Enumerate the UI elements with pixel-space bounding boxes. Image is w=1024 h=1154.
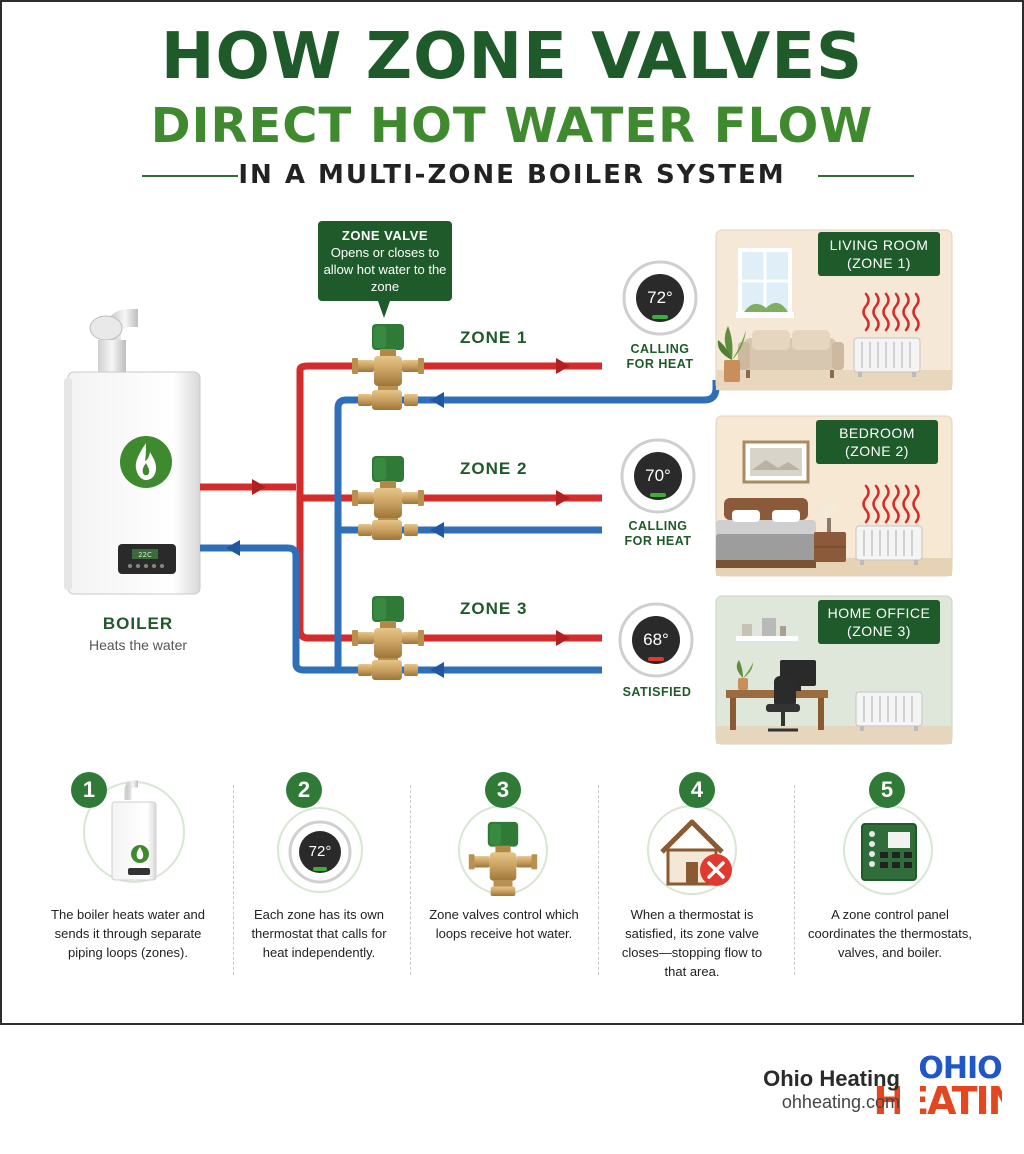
zone-3-label: ZONE 3 — [460, 599, 528, 618]
zone-1-status: CALLING FOR HEAT — [626, 342, 694, 371]
step-2-thermostat-temp: 72° — [308, 843, 332, 860]
supply-flow-arrows — [252, 358, 570, 646]
callout-body: Opens or closes to allow hot water to th… — [323, 245, 447, 294]
step-5-text: A zone control panel coordinates the the… — [807, 907, 973, 960]
boiler-label: BOILER — [102, 614, 174, 633]
sofa — [738, 330, 844, 378]
step-3-number: 3 — [485, 772, 521, 808]
step-divider — [794, 785, 795, 975]
plant — [717, 326, 746, 382]
return-flow-arrows — [226, 392, 444, 678]
title-line-1: HOW ZONE VALVES — [160, 20, 864, 94]
room-name: BEDROOM — [839, 425, 915, 441]
room-bedroom — [715, 415, 953, 577]
thermostat-indicator-1 — [652, 315, 668, 319]
step-divider — [410, 785, 411, 975]
step-5-number: 5 — [869, 772, 905, 808]
subtitle: IN A MULTI-ZONE BOILER SYSTEM — [238, 160, 786, 190]
step-1-number: 1 — [71, 772, 107, 808]
logo-crop — [1002, 1040, 1024, 1130]
zone-2-status: CALLING FOR HEAT — [624, 519, 692, 548]
office-chair — [766, 676, 800, 732]
step-4-text: When a thermostat is satisfied, its zone… — [621, 907, 763, 979]
nightstand — [814, 504, 846, 562]
room-name: LIVING ROOM — [829, 237, 929, 253]
thermostat-indicator-2 — [650, 493, 666, 497]
logo-crop-left — [900, 1040, 920, 1130]
step-3-text: Zone valves control which loops receive … — [429, 907, 579, 941]
boiler-caption: Heats the water — [88, 637, 188, 653]
thermostat-zone-2[interactable] — [620, 438, 696, 514]
thermostat-zone-1[interactable] — [622, 260, 698, 336]
step-2-text: Each zone has its own thermostat that ca… — [251, 907, 387, 960]
brand-name: Ohio Heating — [763, 1066, 900, 1091]
thermostat-zone-3[interactable] — [618, 602, 694, 678]
step-2-icon — [277, 807, 363, 893]
step-divider — [598, 785, 599, 975]
step-2-number: 2 — [286, 772, 322, 808]
zone-2-label: ZONE 2 — [460, 459, 528, 478]
thermostat-3-temp: 68° — [643, 630, 669, 649]
thermostat-1-temp: 72° — [647, 288, 673, 307]
svg-text:OHIO: OHIO — [918, 1051, 1001, 1086]
boiler: 22C — [64, 309, 201, 595]
zone-3-status: SATISFIED — [622, 685, 692, 699]
step-1-icon — [83, 780, 185, 883]
step-5-icon — [843, 805, 933, 895]
title-line-2: DIRECT HOT WATER FLOW — [150, 98, 874, 154]
subtitle-rule-left — [142, 175, 238, 177]
svg-text:22C: 22C — [138, 551, 152, 559]
room-tag-bedroom: BEDROOM (ZONE 2) — [816, 420, 938, 464]
callout-heading: ZONE VALVE — [341, 228, 429, 243]
zone-1-label: ZONE 1 — [460, 328, 528, 347]
thermostat-2-temp: 70° — [645, 466, 671, 485]
brand-url[interactable]: ohheating.com — [781, 1092, 900, 1112]
room-zone: (ZONE 3) — [847, 623, 911, 639]
callout-pointer — [378, 301, 390, 318]
room-zone: (ZONE 2) — [845, 443, 909, 459]
bed — [716, 498, 816, 568]
ohio-heating-logo: OHIO HEATING — [873, 1050, 1024, 1123]
thermostat-indicator-3 — [648, 657, 664, 661]
room-tag-living-room: LIVING ROOM (ZONE 1) — [818, 232, 940, 276]
subtitle-rule-right — [818, 175, 914, 177]
step-4-icon — [647, 805, 737, 895]
step-3-icon — [458, 805, 548, 896]
room-zone: (ZONE 1) — [847, 255, 911, 271]
svg-text:HEATING: HEATING — [873, 1079, 1024, 1123]
step-divider — [233, 785, 234, 975]
return-fittings — [358, 390, 418, 680]
room-name: HOME OFFICE — [827, 605, 931, 621]
step-4-number: 4 — [679, 772, 715, 808]
room-tag-home-office: HOME OFFICE (ZONE 3) — [818, 600, 940, 644]
zone-valve-callout: ZONE VALVE Opens or closes to allow hot … — [318, 221, 452, 301]
step-1-text: The boiler heats water and sends it thro… — [51, 907, 205, 960]
